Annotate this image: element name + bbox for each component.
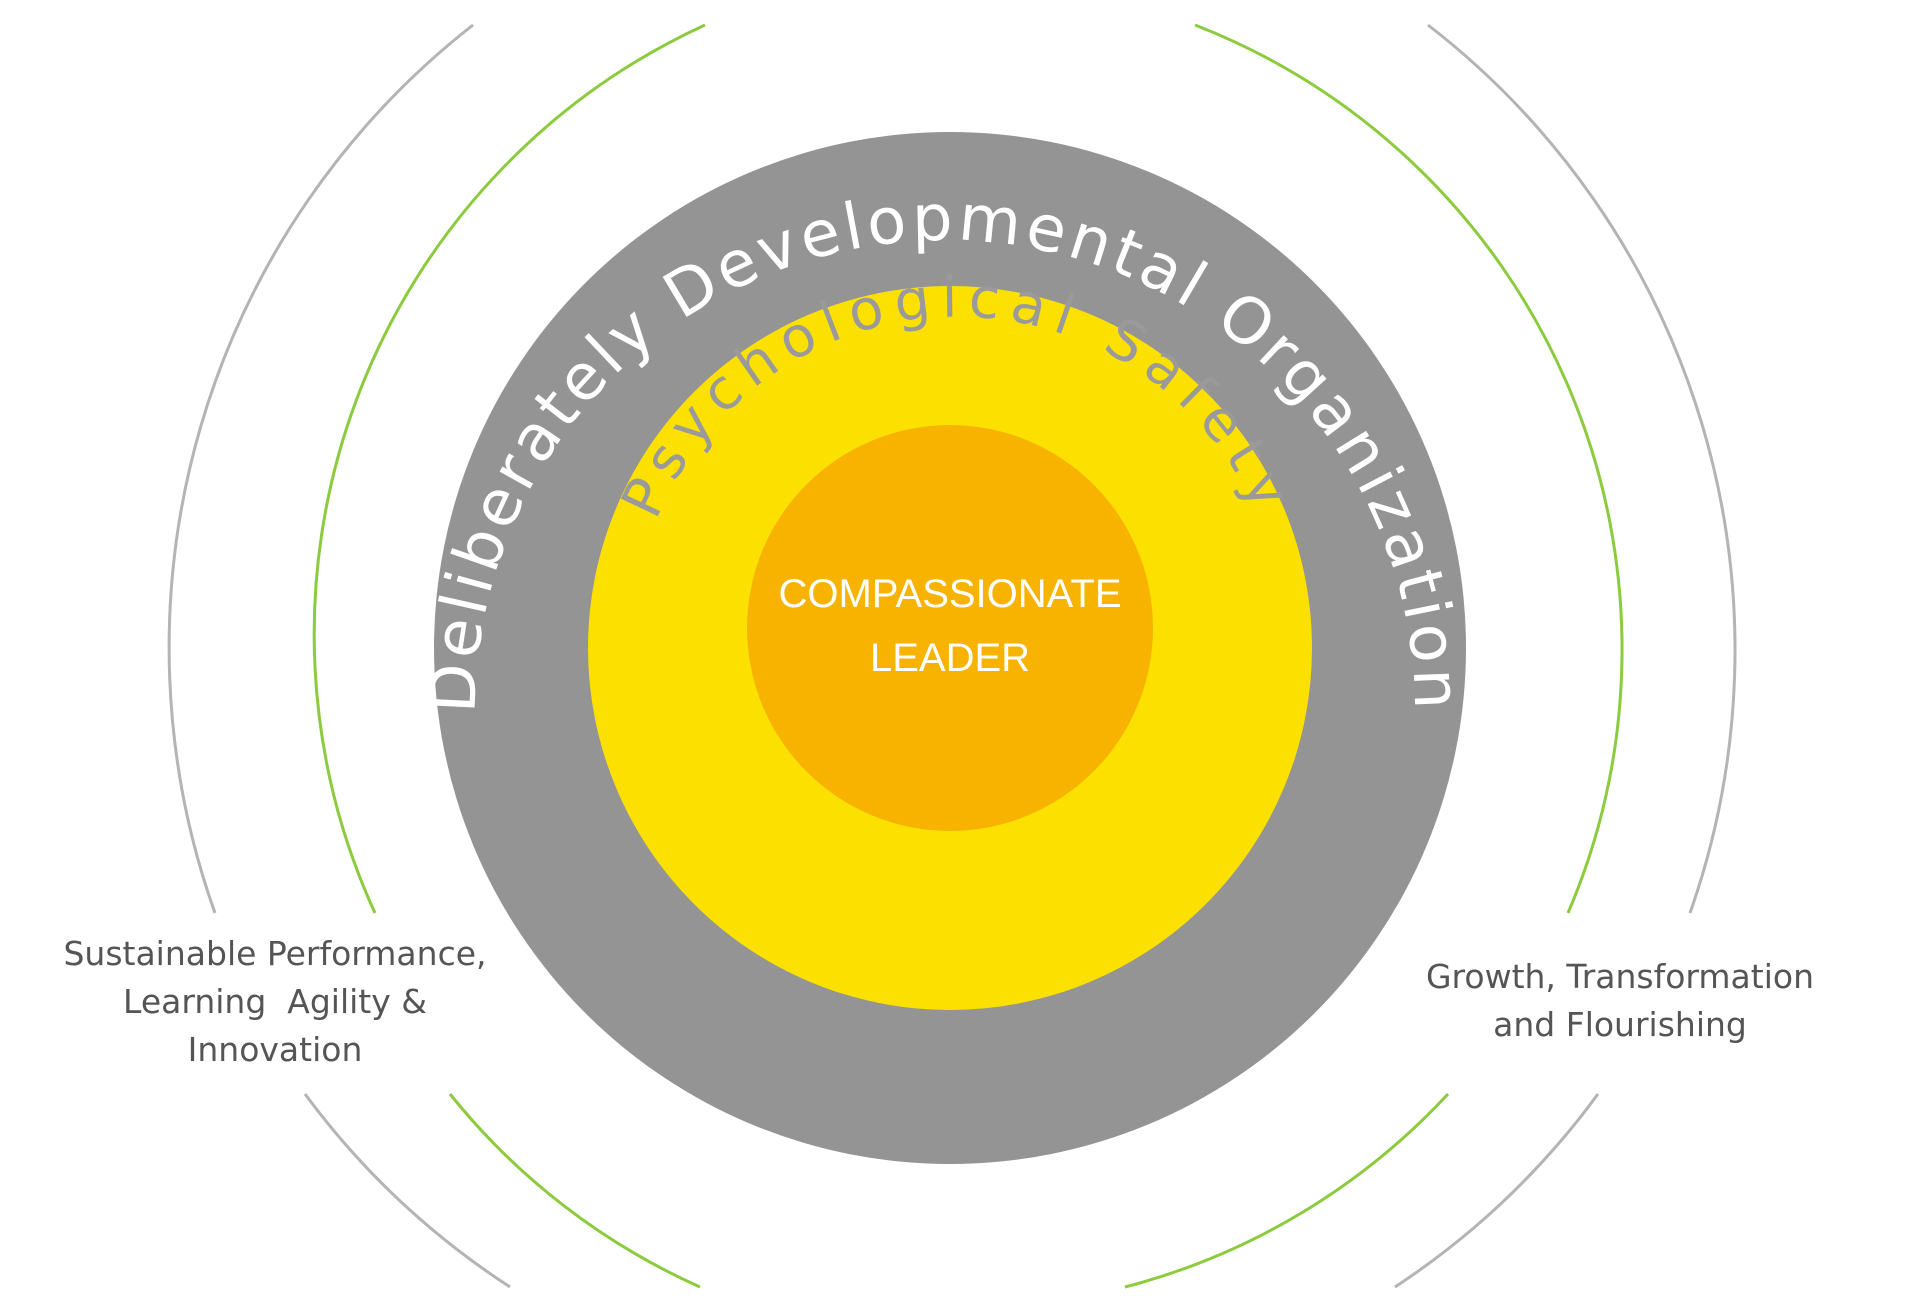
right-outcome-line1: Growth, Transformation (1425, 957, 1814, 996)
green-arc-left-lower (448, 1093, 701, 1289)
outer-gray-arc-left-lower (303, 1093, 511, 1289)
core-label-line1: COMPASSIONATE (778, 572, 1122, 616)
left-outcome-line3: Innovation (187, 1030, 363, 1069)
core-circle (747, 425, 1153, 831)
green-arc-right-lower (1124, 1092, 1450, 1289)
right-outcome-label: Growth, Transformation and Flourishing (1400, 953, 1840, 1049)
outer-gray-arc-right-lower (1394, 1093, 1600, 1289)
green-arc-right-upper (1194, 23, 1624, 914)
green-arc-left-upper (312, 23, 706, 914)
outer-gray-arc-left-upper (167, 23, 474, 914)
outer-gray-arc-right-upper (1427, 23, 1737, 914)
core-label-line2: LEADER (869, 636, 1031, 680)
left-outcome-label: Sustainable Performance, Learning Agilit… (55, 930, 495, 1074)
core-label: COMPASSIONATE LEADER (740, 562, 1160, 690)
left-outcome-line1: Sustainable Performance, (63, 934, 487, 973)
right-outcome-line2: and Flourishing (1493, 1005, 1747, 1044)
left-outcome-line2: Learning Agility & (123, 982, 427, 1021)
